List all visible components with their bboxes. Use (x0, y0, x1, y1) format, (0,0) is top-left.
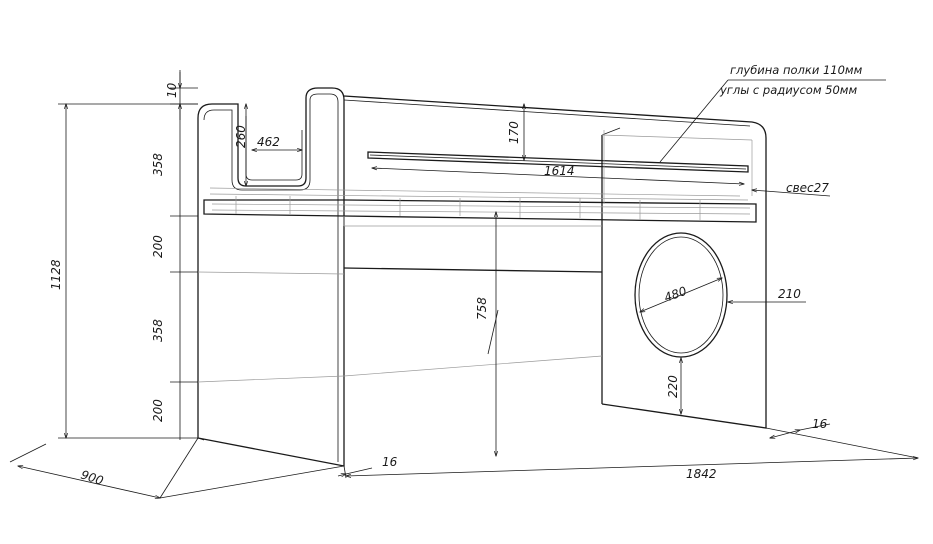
dim-circle-diameter: 480 (662, 284, 689, 305)
dim-overhang: свес27 (786, 181, 829, 195)
dim-cutout-height: 260 (234, 125, 248, 148)
dim-right-thickness: 16 (812, 417, 828, 431)
dim-circle-side: 210 (778, 287, 801, 301)
left-end-panel (197, 87, 345, 467)
dim-shelf-length: 1614 (544, 164, 575, 178)
dim-mid-200: 200 (151, 235, 165, 258)
dim-left-thickness: 16 (382, 455, 398, 469)
note-corner-radius: углы с радиусом 50мм (719, 83, 857, 97)
dim-cutout-width: 462 (257, 135, 280, 149)
dimension-labels: 10 358 200 358 200 1128 260 462 170 1614… (49, 82, 829, 488)
dim-upper-358: 358 (151, 153, 165, 176)
note-shelf-depth: глубина полки 110мм (730, 63, 863, 77)
dim-bottom-200: 200 (151, 399, 165, 422)
dim-depth: 900 (79, 468, 105, 489)
dim-circle-bottom: 220 (666, 375, 680, 398)
dim-shelf-height: 170 (507, 121, 521, 144)
shelf (367, 151, 749, 173)
dim-top-gap: 10 (165, 82, 179, 98)
dim-under-height: 758 (475, 297, 489, 320)
bed-structure (197, 87, 767, 467)
dim-lower-358: 358 (151, 319, 165, 342)
back-panel (343, 95, 767, 429)
dimension-lines (9, 70, 918, 498)
circle-cutout (634, 232, 728, 358)
bed-platform (203, 130, 757, 226)
notes: глубина полки 110мм углы с радиусом 50мм (719, 63, 863, 97)
dim-length: 1842 (686, 467, 717, 481)
dim-total-height: 1128 (49, 259, 63, 290)
